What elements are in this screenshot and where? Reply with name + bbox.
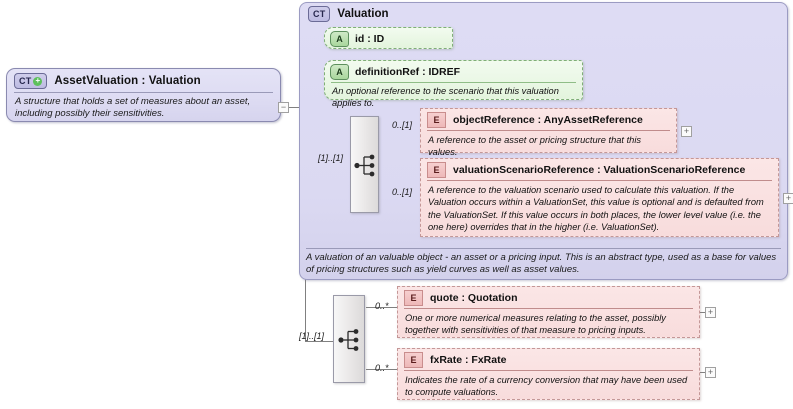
element-badge-icon: E bbox=[404, 290, 423, 306]
element-badge-icon: E bbox=[427, 162, 446, 178]
element-valuationscenarioreference-documentation: A reference to the valuation scenario us… bbox=[427, 180, 772, 237]
sequence-compositor-extension[interactable] bbox=[333, 295, 365, 383]
element-objectreference-name: objectReference : AnyAssetReference bbox=[453, 114, 643, 126]
sequence-icon bbox=[354, 154, 375, 177]
attribute-id-name: id : ID bbox=[355, 33, 385, 45]
cardinality-fxrate: 0..* bbox=[375, 363, 389, 373]
complextype-plus-icon: CT + bbox=[14, 73, 48, 89]
sequence-compositor-valuation[interactable] bbox=[350, 116, 379, 213]
connector-branch-bottom-sequence bbox=[305, 341, 335, 342]
assetvaluation-header: CT + AssetValuation : Valuation bbox=[7, 69, 280, 92]
sequence-icon bbox=[338, 329, 359, 351]
valuation-title: Valuation bbox=[337, 8, 389, 20]
sequence-cardinality-extension: [1]..[1] bbox=[299, 331, 325, 341]
element-objectreference-documentation: A reference to the asset or pricing stru… bbox=[427, 130, 670, 163]
attribute-id[interactable]: A id : ID bbox=[324, 27, 453, 49]
element-quote-documentation: One or more numerical measures relating … bbox=[404, 308, 693, 341]
attribute-definitionref-name: definitionRef : IDREF bbox=[355, 66, 460, 78]
connector-root-horizontal bbox=[288, 107, 306, 108]
attribute-definitionref-header: A definitionRef : IDREF bbox=[325, 61, 582, 82]
element-quote[interactable]: E quote : Quotation One or more numerica… bbox=[397, 286, 700, 338]
cardinality-valuationscenarioreference: 0..[1] bbox=[392, 187, 413, 197]
element-quote-header: E quote : Quotation bbox=[398, 287, 699, 308]
element-objectreference-header: E objectReference : AnyAssetReference bbox=[421, 109, 676, 130]
attribute-id-header: A id : ID bbox=[325, 28, 452, 49]
connector-fxrate-toggle bbox=[700, 372, 708, 373]
connector-seq-to-quote bbox=[366, 307, 399, 308]
element-fxrate[interactable]: E fxRate : FxRate Indicates the rate of … bbox=[397, 348, 700, 400]
assetvaluation-documentation: A structure that holds a set of measures… bbox=[14, 92, 273, 124]
assetvaluation-title: AssetValuation : Valuation bbox=[54, 75, 201, 87]
plus-icon: + bbox=[33, 76, 43, 86]
element-badge-icon: E bbox=[427, 112, 446, 128]
element-objectreference-expand-toggle[interactable]: + bbox=[681, 126, 692, 137]
sequence-cardinality-valuation: [1]..[1] bbox=[318, 153, 344, 163]
global-type-assetvaluation[interactable]: CT + AssetValuation : Valuation A struct… bbox=[6, 68, 281, 122]
element-fxrate-documentation: Indicates the rate of a currency convers… bbox=[404, 370, 693, 403]
element-objectreference[interactable]: E objectReference : AnyAssetReference A … bbox=[420, 108, 677, 157]
connector-quote-toggle bbox=[700, 312, 708, 313]
element-valuationscenarioreference-header: E valuationScenarioReference : Valuation… bbox=[421, 159, 778, 180]
element-fxrate-header: E fxRate : FxRate bbox=[398, 349, 699, 370]
element-quote-name: quote : Quotation bbox=[430, 292, 518, 304]
element-fxrate-expand-toggle[interactable]: + bbox=[705, 367, 716, 378]
element-valuationscenarioreference[interactable]: E valuationScenarioReference : Valuation… bbox=[420, 158, 779, 237]
element-valuationscenarioreference-expand-toggle[interactable]: + bbox=[783, 193, 793, 204]
assetvaluation-badge-label: CT bbox=[19, 75, 32, 86]
element-badge-icon: E bbox=[404, 352, 423, 368]
connector-seq-to-fxrate bbox=[366, 369, 399, 370]
attribute-definitionref-documentation: An optional reference to the scenario th… bbox=[331, 82, 576, 113]
element-fxrate-name: fxRate : FxRate bbox=[430, 354, 507, 366]
cardinality-objectreference: 0..[1] bbox=[392, 120, 413, 130]
valuation-header: CT Valuation bbox=[300, 3, 787, 24]
attribute-definitionref[interactable]: A definitionRef : IDREF An optional refe… bbox=[324, 60, 583, 108]
cardinality-quote: 0..* bbox=[375, 301, 389, 311]
valuation-documentation: A valuation of an valuable object - an a… bbox=[306, 248, 781, 277]
element-quote-expand-toggle[interactable]: + bbox=[705, 307, 716, 318]
element-valuationscenarioreference-name: valuationScenarioReference : ValuationSc… bbox=[453, 164, 746, 176]
complextype-badge-label: CT bbox=[313, 8, 326, 19]
complextype-badge-icon: CT bbox=[308, 6, 331, 22]
attribute-badge-icon: A bbox=[330, 64, 349, 80]
attribute-badge-icon: A bbox=[330, 31, 349, 47]
assetvaluation-collapse-toggle[interactable]: − bbox=[278, 102, 289, 113]
